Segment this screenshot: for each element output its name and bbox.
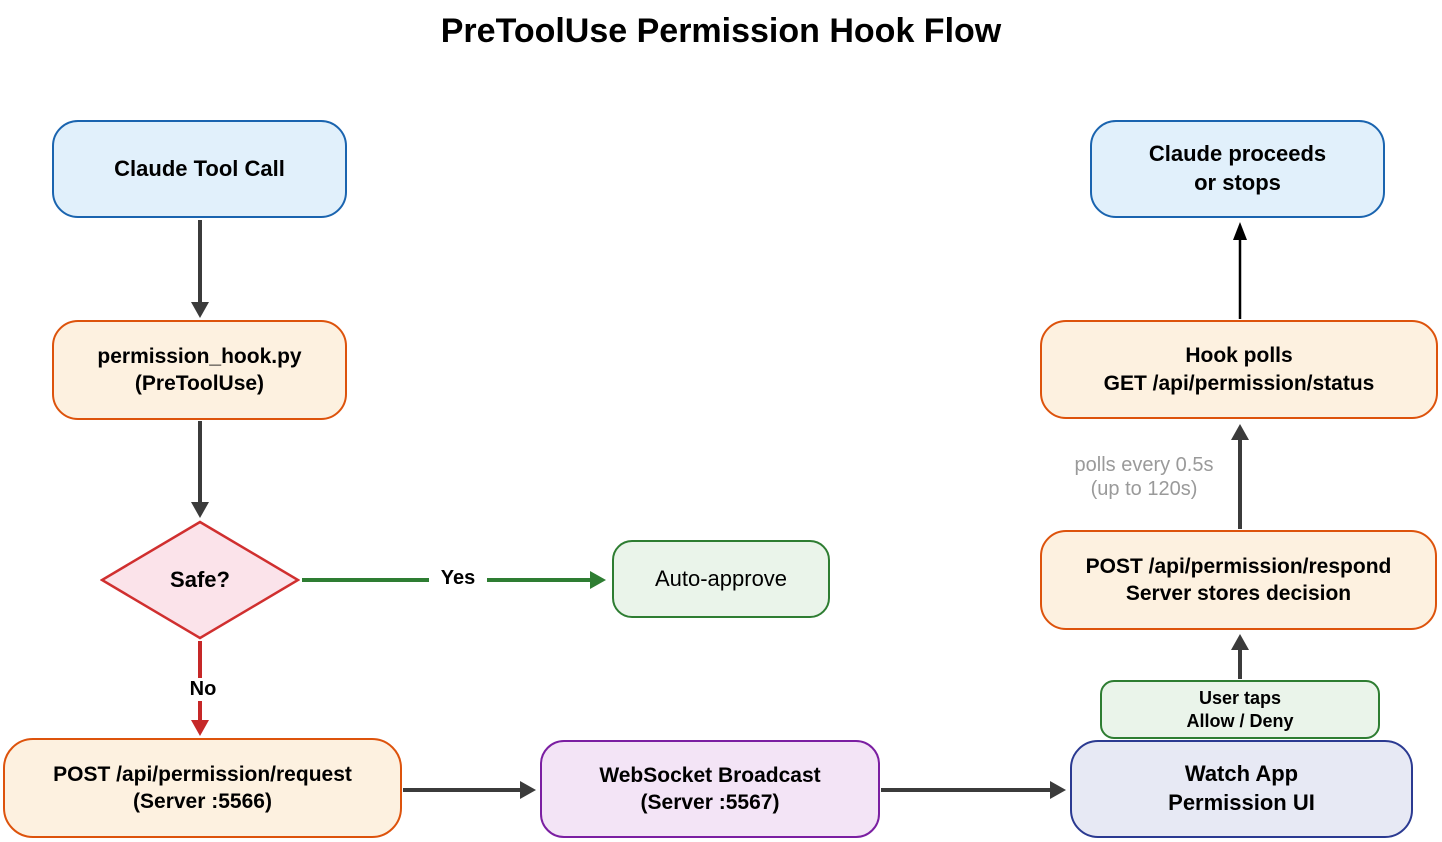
node-watch-app: Watch App Permission UI xyxy=(1070,740,1413,838)
node-user-taps-label-line1: User taps xyxy=(1198,688,1282,708)
arrow-respond-to-hookpolls xyxy=(1231,424,1249,529)
node-auto-approve: Auto-approve xyxy=(612,540,830,618)
node-user-taps-label-line2: Allow / Deny xyxy=(1186,710,1294,731)
arrow-hook-to-safe xyxy=(191,421,209,518)
node-websocket-broadcast-label-line2: (Server :5567) xyxy=(640,791,780,814)
node-post-request: POST /api/permission/request (Server :55… xyxy=(3,738,402,838)
polls-interval-label: polls every 0.5s (up to 120s) xyxy=(1055,453,1233,502)
arrow-toolcall-to-hook xyxy=(191,220,209,318)
node-websocket-broadcast-label-line1: WebSocket Broadcast xyxy=(599,763,821,787)
node-auto-approve-label: Auto-approve xyxy=(654,565,788,591)
polls-interval-label-line1: polls every 0.5s xyxy=(1074,454,1214,476)
node-post-respond-label-line2: Server stores decision xyxy=(1125,582,1352,605)
arrow-toolcall-to-hook-head xyxy=(191,302,209,318)
node-permission-hook: permission_hook.py (PreToolUse) xyxy=(52,320,347,420)
no-edge-label: No xyxy=(174,678,232,701)
node-permission-hook-label-line1: permission_hook.py xyxy=(97,344,302,368)
node-safe-decision: Safe? xyxy=(100,520,300,640)
node-hook-polls-label-line1: Hook polls xyxy=(1185,344,1293,368)
safe-decision-diamond-shape xyxy=(100,520,300,640)
node-post-request-label-line1: POST /api/permission/request xyxy=(53,762,352,786)
node-post-respond: POST /api/permission/respond Server stor… xyxy=(1040,530,1437,630)
arrow-hookpolls-to-proceeds-head xyxy=(1233,222,1247,240)
node-watch-app-label-line2: Permission UI xyxy=(1168,790,1315,815)
arrow-safe-yes-head xyxy=(590,571,606,589)
arrow-request-to-websocket-head xyxy=(520,781,536,799)
node-claude-tool-call: Claude Tool Call xyxy=(52,120,347,218)
arrow-hook-to-safe-head xyxy=(191,502,209,518)
node-claude-proceeds-label-line2: or stops xyxy=(1194,170,1281,195)
node-permission-hook-label-line2: (PreToolUse) xyxy=(134,372,265,395)
yes-edge-label: Yes xyxy=(429,567,487,590)
node-user-taps: User taps Allow / Deny xyxy=(1100,680,1380,739)
arrow-request-to-websocket xyxy=(403,781,536,799)
node-post-request-label-line2: (Server :5566) xyxy=(133,790,272,813)
polls-interval-label-line2: (up to 120s) xyxy=(1090,478,1198,501)
arrow-usertaps-to-respond xyxy=(1231,634,1249,679)
arrow-websocket-to-watchapp xyxy=(881,781,1066,799)
arrow-websocket-to-watchapp-head xyxy=(1050,781,1066,799)
arrow-respond-to-hookpolls-head xyxy=(1231,424,1249,440)
node-websocket-broadcast: WebSocket Broadcast (Server :5567) xyxy=(540,740,880,838)
arrow-usertaps-to-respond-head xyxy=(1231,634,1249,650)
arrow-safe-no-head xyxy=(191,720,209,736)
arrow-hookpolls-to-proceeds xyxy=(1233,222,1247,319)
node-claude-proceeds: Claude proceeds or stops xyxy=(1090,120,1385,218)
diagram-title: PreToolUse Permission Hook Flow xyxy=(440,12,1002,50)
node-claude-proceeds-label-line1: Claude proceeds xyxy=(1148,141,1327,167)
node-hook-polls: Hook polls GET /api/permission/status xyxy=(1040,320,1438,419)
node-hook-polls-label-line2: GET /api/permission/status xyxy=(1103,371,1375,395)
node-safe-decision-label: Safe? xyxy=(170,567,230,592)
safe-decision-diamond-polygon xyxy=(100,520,300,640)
node-watch-app-label-line1: Watch App xyxy=(1184,761,1299,787)
node-claude-tool-call-label: Claude Tool Call xyxy=(114,155,285,181)
node-post-respond-label-line1: POST /api/permission/respond xyxy=(1085,554,1392,578)
